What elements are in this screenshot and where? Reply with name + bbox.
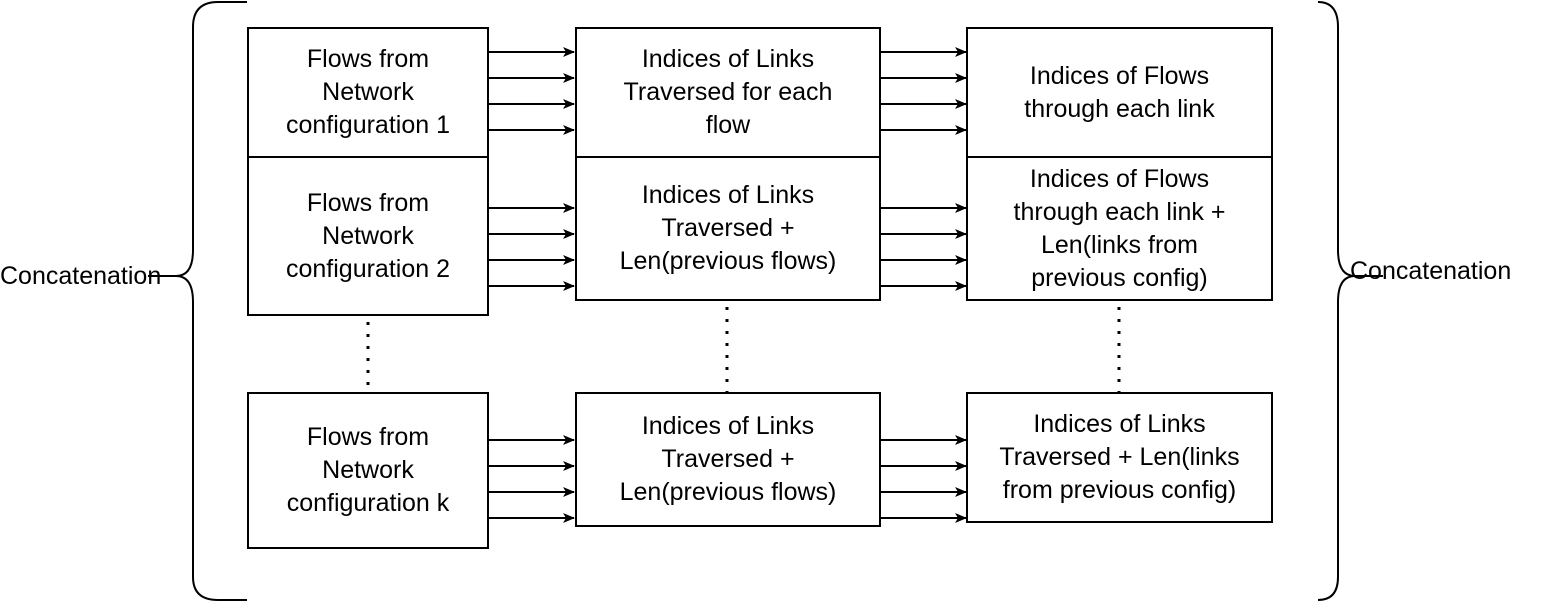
flows-box-config-k: Flows from Network configuration k	[247, 392, 489, 549]
right-concatenation-label: Concatenation	[1350, 257, 1512, 285]
links-box-config-2: Indices of Links Traversed + Len(previou…	[575, 156, 881, 301]
flows-box-config-2: Flows from Network configuration 2	[247, 156, 489, 316]
outputs-box-config-1: Indices of Flows through each link	[966, 27, 1273, 158]
outputs-box-config-2-text: Indices of Flows through each link + Len…	[1013, 164, 1226, 292]
links-box-config-1: Indices of Links Traversed for each flow	[575, 27, 881, 158]
left-concatenation-label: Concatenation	[0, 262, 162, 290]
outputs-box-config-k: Indices of Links Traversed + Len(links f…	[966, 392, 1273, 523]
links-box-config-k-text: Indices of Links Traversed + Len(previou…	[619, 412, 837, 506]
right-brace	[1317, 1, 1383, 601]
arrow-group-row2-links-to-outputs	[880, 203, 967, 291]
arrow-group-row2-flows-to-links	[488, 203, 575, 291]
arrow-group-row1-flows-to-links	[488, 47, 575, 135]
flows-box-config-1-text: Flows from Network configuration 1	[285, 45, 450, 139]
links-box-config-2-text: Indices of Links Traversed + Len(previou…	[619, 181, 837, 275]
arrow-group-rowk-flows-to-links	[488, 435, 575, 523]
outputs-box-config-1-text: Indices of Flows through each link	[1024, 61, 1215, 123]
flows-box-config-k-text: Flows from Network configuration k	[286, 423, 450, 517]
links-box-config-1-text: Indices of Links Traversed for each flow	[623, 45, 833, 139]
outputs-box-config-k-text: Indices of Links Traversed + Len(links f…	[999, 410, 1240, 504]
flows-box-config-2-text: Flows from Network configuration 2	[285, 188, 450, 283]
links-box-config-k: Indices of Links Traversed + Len(previou…	[575, 392, 881, 527]
arrow-group-rowk-links-to-outputs	[880, 435, 967, 523]
arrow-group-row1-links-to-outputs	[880, 47, 967, 135]
left-brace	[148, 1, 247, 601]
flows-box-config-1: Flows from Network configuration 1	[247, 27, 489, 158]
outputs-box-config-2: Indices of Flows through each link + Len…	[966, 156, 1273, 301]
